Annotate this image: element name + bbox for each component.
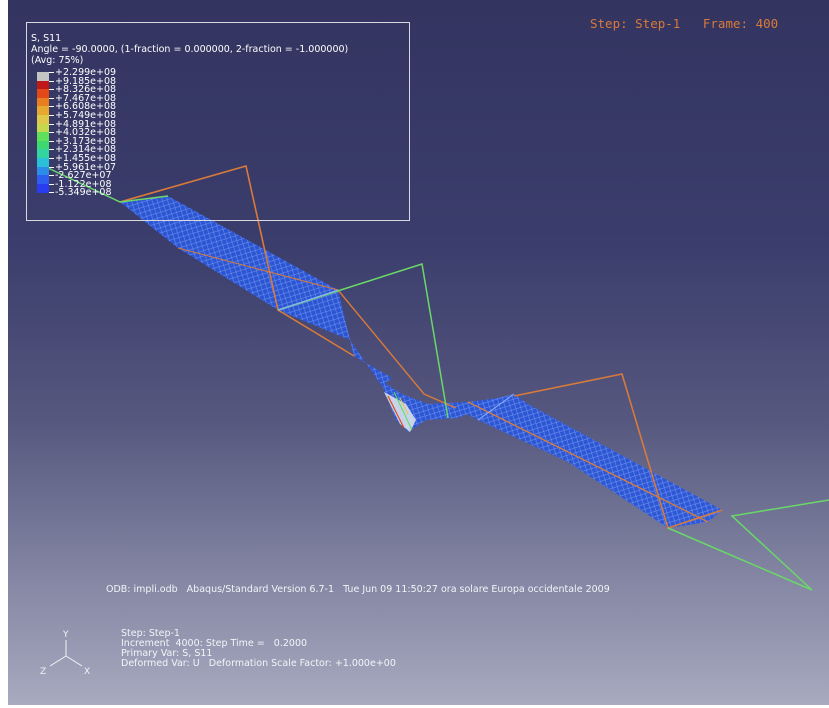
abaqus-viewport[interactable]: S, S11 Angle = -90.0000, (1-fraction = 0… <box>8 0 829 705</box>
legend-swatch <box>37 140 49 150</box>
legend-tick <box>49 166 54 168</box>
orange-frame-right <box>513 373 723 530</box>
legend-angle-line: Angle = -90.0000, (1-fraction = 0.000000… <box>31 44 349 55</box>
legend-swatch <box>37 106 49 116</box>
legend-swatch <box>37 166 49 176</box>
green-frame-right <box>667 499 829 591</box>
legend-value: -5.349e+08 <box>55 187 112 199</box>
legend-value: +8.326e+08 <box>55 84 117 96</box>
legend-swatch <box>37 175 49 184</box>
increment-info: Increment 4000: Step Time = 0.2000 <box>121 638 308 649</box>
triad-y-label: Y <box>62 630 69 640</box>
legend-tick <box>49 175 54 177</box>
legend-value: +5.749e+08 <box>55 110 117 121</box>
legend-value: +9.185e+08 <box>55 75 117 87</box>
step-frame-label: Step: Step-1 Frame: 400 <box>590 16 779 31</box>
legend-tick <box>49 106 54 108</box>
orange-frame-left <box>119 164 355 357</box>
mesh-band-left <box>120 196 392 386</box>
legend-tick <box>49 72 54 73</box>
step-info: Step: Step-1 <box>121 628 180 639</box>
legend-tick <box>49 132 54 134</box>
legend-value: +1.455e+08 <box>55 153 117 164</box>
odb-info-line: ODB: impli.odb Abaqus/Standard Version 6… <box>106 584 610 595</box>
legend-value: -2.627e+07 <box>55 170 112 182</box>
green-frame-left <box>47 167 169 203</box>
green-frame-mid <box>277 263 449 419</box>
contour-legend: S, S11 Angle = -90.0000, (1-fraction = 0… <box>26 22 410 221</box>
deformed-var-info: Deformed Var: U Deformation Scale Factor… <box>121 658 396 669</box>
legend-title: S, S11 <box>31 33 62 44</box>
legend-tick <box>49 115 54 116</box>
mesh-band-right <box>456 394 722 528</box>
legend-tick <box>49 140 54 142</box>
legend-swatch <box>37 183 49 193</box>
legend-value: +5.961e+07 <box>55 161 117 173</box>
legend-value: +4.891e+08 <box>55 118 117 130</box>
legend-tick <box>49 80 54 82</box>
legend-swatch <box>37 80 49 90</box>
legend-tick <box>49 97 54 99</box>
legend-value: +4.032e+08 <box>55 127 117 139</box>
legend-tick <box>49 149 54 151</box>
legend-tick <box>49 183 54 185</box>
triad-x-label: X <box>84 667 90 677</box>
legend-swatch <box>37 97 49 107</box>
legend-value: +6.608e+08 <box>55 101 117 113</box>
legend-tick <box>49 89 54 91</box>
legend-tick <box>49 158 54 159</box>
legend-tick <box>49 192 54 194</box>
legend-value: +3.173e+08 <box>55 135 117 147</box>
primary-var-info: Primary Var: S, S11 <box>121 648 213 659</box>
legend-value: +2.314e+08 <box>55 144 117 156</box>
coordinate-triad-icon: Y Z X <box>40 630 90 677</box>
legend-swatch <box>37 149 49 159</box>
legend-value: +2.299e+09 <box>55 67 117 78</box>
legend-swatch <box>37 132 49 141</box>
legend-tick <box>49 123 54 125</box>
legend-value: -1.122e+08 <box>55 178 112 190</box>
legend-swatch <box>37 158 49 167</box>
legend-swatch <box>37 123 49 133</box>
legend-swatch <box>37 89 49 98</box>
deformed-mesh-plot <box>47 164 829 591</box>
triad-z-label: Z <box>40 667 46 677</box>
legend-value: +7.467e+08 <box>55 92 117 104</box>
legend-avg-line: (Avg: 75%) <box>31 55 84 66</box>
legend-swatch <box>37 115 49 124</box>
legend-swatch <box>37 72 49 81</box>
